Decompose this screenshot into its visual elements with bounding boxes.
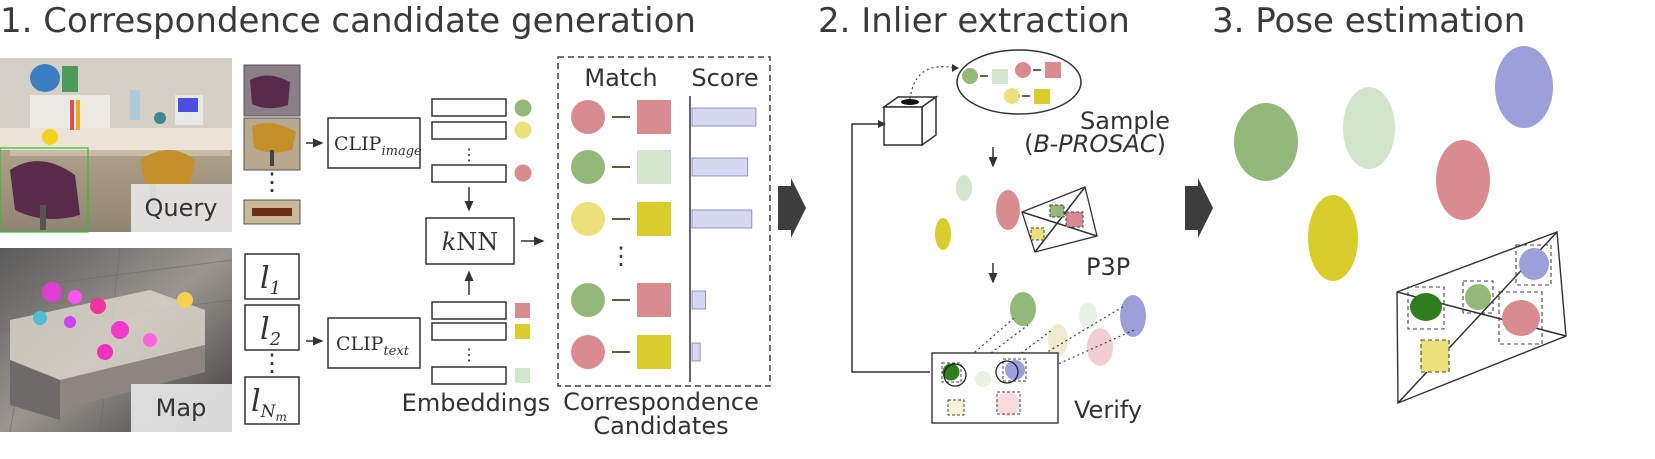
clip-text-encoder: CLIPtext [327, 317, 421, 369]
text-embeddings: ⋮ [431, 301, 530, 385]
candidate-row [571, 335, 701, 369]
query-image: Query [0, 58, 232, 233]
crops-vdots: ⋮ [260, 168, 284, 196]
candidate-text-square [637, 100, 671, 134]
knn-box: kNN [425, 217, 515, 265]
candidate-row [571, 100, 757, 134]
caption-line2: Candidates [593, 412, 728, 440]
candidate-object-circle [571, 283, 605, 317]
token-l1-box [244, 253, 300, 300]
header-score: Score [691, 64, 758, 92]
svg-text:(B-PROSAC): (B-PROSAC) [1024, 130, 1166, 158]
candidate-score-bar [691, 157, 749, 177]
sample-paren-close: ) [1157, 130, 1166, 158]
token-lN-subsub: m [275, 410, 286, 424]
candidate-text-square [637, 283, 671, 317]
stage-arrow-1 [778, 178, 806, 238]
map-label: Map [156, 394, 207, 422]
p3p-sketch [935, 175, 1098, 253]
sample-label: Sample [1080, 107, 1170, 135]
emb-top-vdots: ⋮ [461, 145, 477, 164]
table-vdots: ⋮ [609, 242, 633, 270]
sample-paren-open: ( [1024, 130, 1033, 158]
header-match: Match [584, 64, 657, 92]
candidate-object-circle [571, 100, 605, 134]
verify-label: Verify [1074, 396, 1142, 424]
candidate-text-square [637, 202, 671, 236]
token-l1-sub: 1 [270, 278, 281, 299]
token-l1: l [260, 261, 270, 296]
candidate-object-circle [571, 202, 605, 236]
token-l2-box [244, 304, 300, 351]
clip-image-encoder: CLIPimage [327, 117, 422, 169]
image-embeddings: ⋮ [431, 98, 532, 183]
candidate-text-square [637, 335, 671, 369]
svg-text:CLIPtext: CLIPtext [336, 333, 410, 359]
pose-objects [1234, 46, 1553, 281]
p3p-label: P3P [1086, 253, 1130, 281]
knn-k: k [442, 228, 457, 256]
token-l2: l [260, 312, 270, 347]
candidate-text-square [637, 150, 671, 184]
map-image: Map [0, 247, 233, 433]
stage-title-1: 1. Correspondence candidate generation [0, 1, 696, 41]
embeddings-label: Embeddings [402, 389, 551, 417]
query-crops: ⋮ [243, 64, 301, 225]
svg-text:l1: l1 [260, 261, 281, 299]
candidate-row [571, 283, 707, 317]
clip-text-sub: text [383, 344, 409, 359]
token-lN: l [251, 384, 261, 419]
candidate-score-bar [691, 342, 701, 362]
clip-image-label: CLIP [334, 133, 382, 155]
stage-title-3: 3. Pose estimation [1212, 1, 1525, 41]
tokens-vdots: ⋮ [260, 349, 284, 377]
pose-camera [1396, 231, 1567, 405]
sample-ellipse [956, 49, 1082, 115]
candidate-score-bar [691, 290, 707, 310]
candidate-object-circle [571, 335, 605, 369]
query-label: Query [145, 194, 218, 222]
candidate-score-bar [691, 209, 753, 229]
svg-text:kNN: kNN [442, 228, 499, 256]
candidate-row [571, 150, 749, 184]
text-tokens: l1 l2 ⋮ lNm [244, 253, 300, 425]
stage-arrow-2 [1185, 178, 1213, 238]
candidate-score-bar [691, 107, 757, 127]
clip-text-label: CLIP [336, 333, 384, 355]
sampler-cube [881, 95, 939, 147]
svg-text:lNm: lNm [251, 384, 287, 424]
candidate-row [571, 202, 753, 236]
token-lN-box [244, 376, 300, 425]
knn-rest: NN [456, 228, 498, 256]
token-lN-sub: N [260, 402, 277, 422]
svg-text:l2: l2 [260, 312, 281, 350]
candidates-table: Match Score ⋮ [557, 56, 771, 387]
svg-text:CLIPimage: CLIPimage [334, 133, 422, 159]
emb-bottom-vdots: ⋮ [461, 345, 477, 364]
sample-method: B-PROSAC [1033, 130, 1156, 158]
stage-title-2: 2. Inlier extraction [818, 1, 1130, 41]
clip-image-sub: image [381, 144, 422, 159]
candidate-object-circle [571, 150, 605, 184]
verify-sketch [931, 292, 1146, 424]
token-l2-sub: 2 [269, 329, 281, 350]
caption-line1: Correspondence [563, 388, 759, 416]
